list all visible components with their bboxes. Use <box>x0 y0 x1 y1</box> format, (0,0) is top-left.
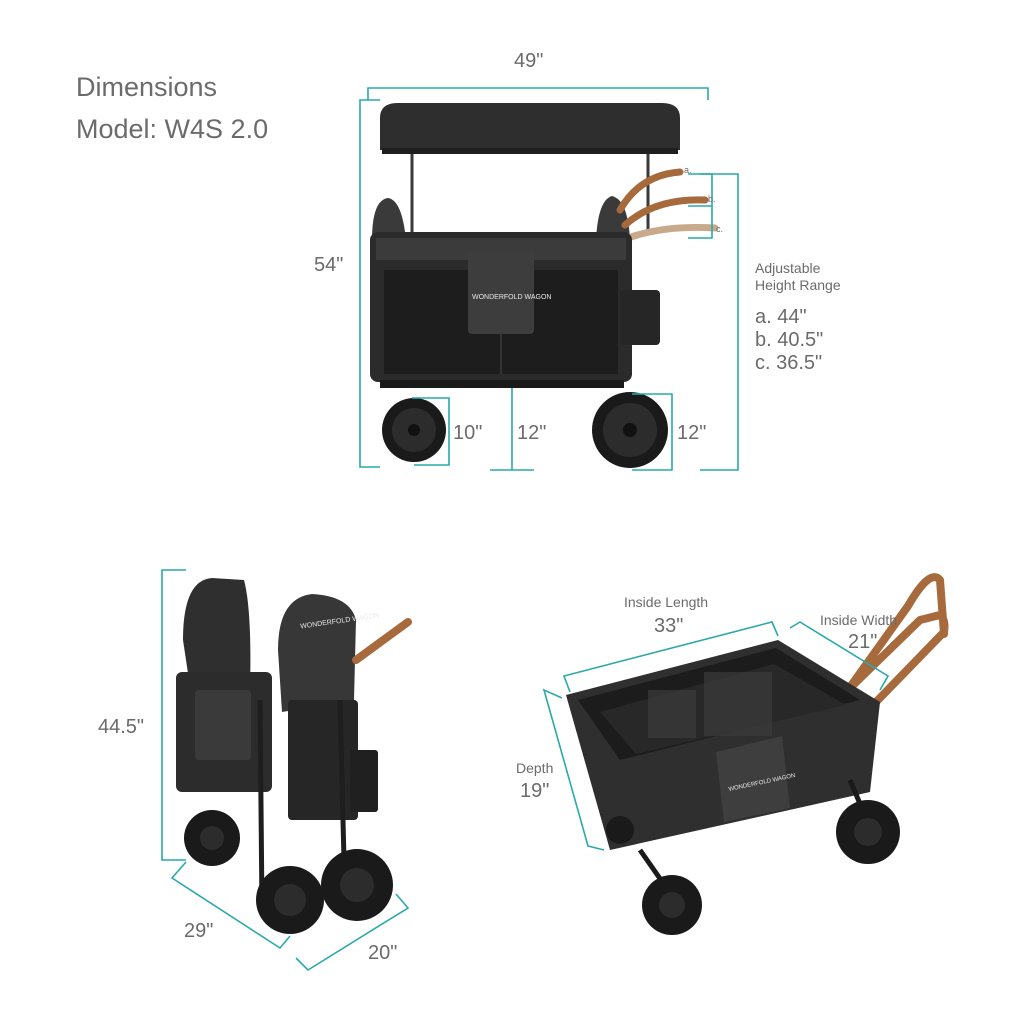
adjustable-height-c: c. 36.5" <box>755 352 823 374</box>
front-wheel-label: 10" <box>453 422 483 444</box>
folded-view-dimension-lines <box>161 569 410 972</box>
front-view-wagon-image <box>370 103 719 468</box>
ground-clearance-label: 12" <box>517 422 547 444</box>
rear-wheel-label: 12" <box>677 422 707 444</box>
open-view-wagon-image <box>566 573 949 935</box>
open-view-dimension-lines <box>542 621 890 851</box>
adjustable-height-title: Adjustable Height Range <box>755 260 841 293</box>
handle-marker-b: b. <box>708 194 716 204</box>
overall-width-label: 49" <box>514 50 544 72</box>
front-brand-logo: WONDERFOLD WAGON <box>472 294 552 301</box>
front-view-dimension-lines <box>359 87 739 471</box>
handle-marker-c: c. <box>716 224 724 234</box>
folded-length-label: 29" <box>184 920 214 942</box>
handle-marker-a: a. <box>684 165 692 175</box>
folded-view-wagon-image <box>176 578 412 934</box>
inside-length-value: 33" <box>654 615 684 637</box>
adjustable-height-b: b. 40.5" <box>755 329 824 351</box>
overall-height-label: 54" <box>314 254 344 276</box>
inside-width-value: 21" <box>848 631 878 653</box>
depth-value: 19" <box>520 780 550 802</box>
page-title: Dimensions <box>76 72 218 102</box>
folded-height-label: 44.5" <box>98 716 145 738</box>
folded-width-label: 20" <box>368 942 398 964</box>
model-name: Model: W4S 2.0 <box>76 114 269 144</box>
inside-width-title: Inside Width <box>820 612 898 628</box>
depth-title: Depth <box>516 760 554 776</box>
adjustable-height-a: a. 44" <box>755 306 807 328</box>
inside-length-title: Inside Length <box>624 594 709 610</box>
